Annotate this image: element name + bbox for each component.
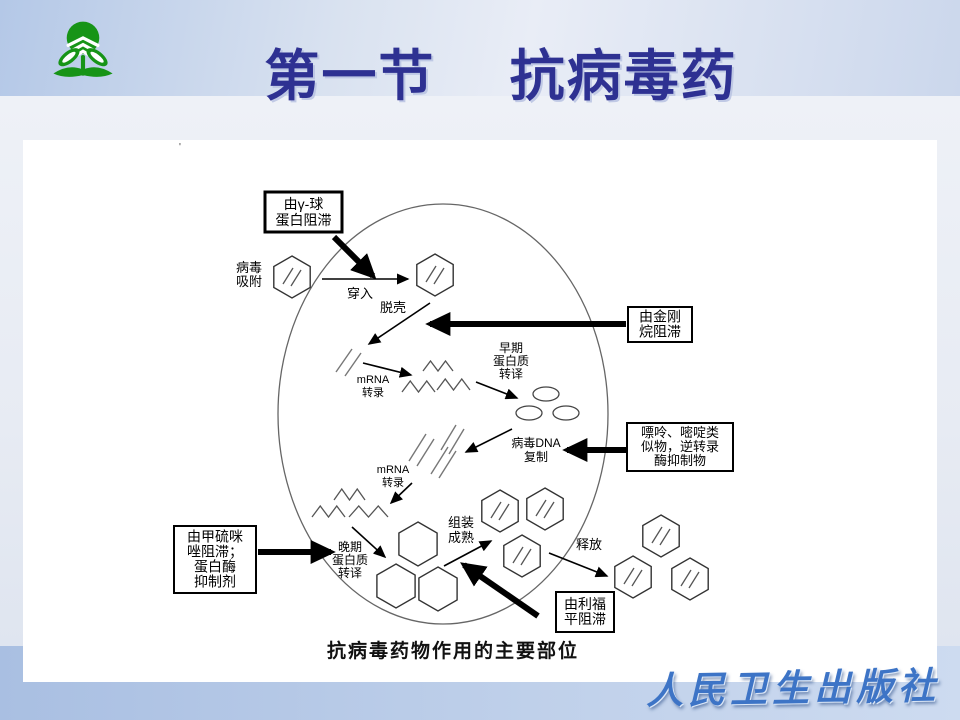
virion-mature-3-genome-slash — [512, 546, 524, 564]
arrow-release — [548, 552, 609, 578]
dna-strand-5 — [440, 424, 457, 451]
box-purine-pyrimidine-analogs-text: 嘌呤、嘧啶类似物，逆转录酶抑制物 — [641, 425, 719, 468]
box-purine-pyrimidine-analogs — [626, 422, 734, 472]
top-band — [0, 0, 960, 96]
label-late-protein-translation: 晚期蛋白质转译 — [332, 540, 368, 580]
virion-released-2-genome-slash — [631, 569, 643, 587]
virion-mature-2 — [526, 487, 564, 531]
virion-mature-3-genome-slash — [520, 548, 532, 566]
label-early-protein-translation: 早期蛋白质转译 — [493, 341, 529, 381]
protein-oval-1 — [532, 386, 560, 402]
arrow-to-early-protein — [475, 381, 519, 400]
mrna-zigzag-late-2 — [311, 504, 346, 519]
mrna-zigzag-early-2 — [401, 379, 436, 394]
dna-strand-1 — [408, 433, 427, 462]
virus-adsorbed-genome-slash — [290, 269, 302, 287]
arrow-assembly — [443, 540, 493, 567]
cell-membrane-ellipse — [277, 203, 609, 625]
label-virus-adsorption: 病毒吸附 — [236, 260, 262, 289]
virion-released-1-genome-slash — [651, 526, 663, 544]
figure-caption: 抗病毒药物作用的主要部位 — [326, 641, 579, 662]
mrna-zigzag-early-1 — [422, 359, 454, 373]
box-methisazone-protease-inhibitor — [173, 525, 257, 594]
virus-adsorbed-genome-slash — [282, 267, 294, 285]
label-penetration: 穿入 — [347, 286, 373, 301]
block-arrow-gamma-globulin — [331, 234, 377, 280]
virion-released-3 — [671, 557, 709, 601]
virion-released-1-genome-slash — [659, 528, 671, 546]
capsid-empty-1 — [398, 521, 438, 567]
arrow-to-dna-replication — [464, 428, 513, 453]
dna-strand-2 — [416, 438, 435, 467]
virion-released-1 — [642, 514, 680, 558]
virus-adsorbed — [273, 255, 311, 299]
dna-strand-6 — [448, 428, 465, 455]
protein-oval-2 — [515, 405, 543, 421]
dna-strand-4 — [438, 450, 457, 479]
box-amantadine-text: 由金刚烷阻滞 — [639, 309, 681, 340]
genome-free-2 — [344, 352, 362, 377]
publisher-watermark: 人民卫生出版社 — [645, 665, 941, 712]
virus-penetrated-genome-slash — [433, 267, 445, 285]
arrow-to-late-protein — [351, 526, 387, 559]
protein-oval-3 — [552, 405, 580, 421]
capsid-empty-2 — [376, 563, 416, 609]
publisher-plant-logo-icon — [53, 21, 113, 77]
arrow-uncoating — [367, 302, 431, 345]
label-release: 释放 — [576, 537, 602, 552]
virion-mature-2-genome-slash — [543, 501, 555, 519]
mrna-zigzag-early-3 — [436, 377, 471, 392]
stray-tick-mark: ' — [179, 142, 181, 153]
mrna-zigzag-late-3 — [348, 505, 389, 518]
diagram-panel: ' 由γ-球蛋白阻滞由金刚烷阻滞嘌呤、嘧啶类似物，逆转录酶抑制物由甲硫咪唑阻滞；… — [23, 140, 937, 682]
virus-penetrated — [416, 253, 454, 297]
label-assembly-maturation: 组装成熟 — [448, 515, 474, 545]
dna-strand-3 — [430, 446, 449, 475]
virion-released-2-genome-slash — [623, 567, 635, 585]
arrow-to-early-mrna — [362, 362, 413, 378]
label-uncoating: 脱壳 — [380, 300, 406, 315]
diagram-svg: 由γ-球蛋白阻滞由金刚烷阻滞嘌呤、嘧啶类似物，逆转录酶抑制物由甲硫咪唑阻滞；蛋白… — [173, 190, 734, 633]
box-rifampin — [555, 591, 615, 633]
virion-mature-3 — [503, 534, 541, 578]
virion-mature-1-genome-slash — [498, 503, 510, 521]
box-amantadine — [627, 306, 693, 343]
virion-mature-2-genome-slash — [535, 499, 547, 517]
arrow-to-late-mrna — [389, 482, 413, 505]
slide-title: 第一节 抗病毒药 — [264, 45, 738, 107]
virion-mature-1 — [481, 489, 519, 533]
virion-released-2 — [614, 555, 652, 599]
genome-free-1 — [335, 348, 353, 373]
capsid-empty-3 — [418, 566, 458, 612]
box-rifampin-text: 由利福平阻滞 — [564, 596, 606, 627]
box-methisazone-protease-inhibitor-text: 由甲硫咪唑阻滞；蛋白酶抑制剂 — [187, 529, 243, 590]
virion-mature-1-genome-slash — [490, 501, 502, 519]
mrna-zigzag-late-1 — [333, 487, 366, 502]
virion-released-3-genome-slash — [688, 571, 700, 589]
box-gamma-globulin-text: 由γ-球蛋白阻滞 — [276, 196, 332, 228]
virus-penetrated-genome-slash — [425, 265, 437, 283]
virion-released-3-genome-slash — [680, 569, 692, 587]
block-arrow-rifampin — [460, 562, 540, 619]
box-gamma-globulin — [263, 190, 344, 234]
